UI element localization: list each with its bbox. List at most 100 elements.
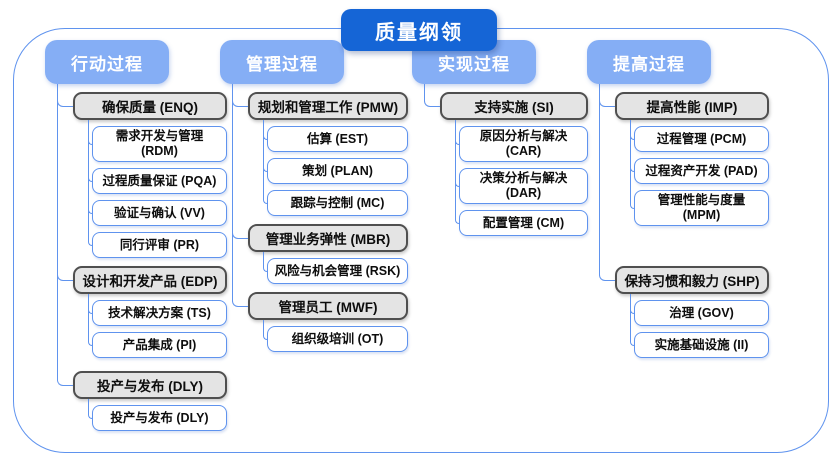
leaf-node: 组织级培训 (OT) — [267, 326, 408, 352]
parent-node-shp: 保持习惯和毅力 (SHP) — [615, 266, 769, 294]
column-header-label: 行动过程 — [71, 54, 143, 74]
leaf-est: 估算 (EST) — [263, 120, 408, 152]
parent-node-label: 确保质量 (ENQ) — [102, 100, 198, 115]
group-mwf: 管理员工 (MWF) 组织级培训 (OT) — [232, 284, 408, 352]
leaf-mpm: 管理性能与度量 (MPM) — [630, 184, 769, 226]
parent-node-label: 管理员工 (MWF) — [278, 300, 378, 315]
leaf-node: 决策分析与解决 (DAR) — [459, 168, 588, 204]
leaf-node: 实施基础设施 (II) — [634, 332, 769, 358]
parent-node-label: 设计和开发产品 (EDP) — [82, 274, 218, 289]
leaf-node-label: 决策分析与解决 (DAR) — [479, 171, 568, 200]
column-body: 提高性能 (IMP) 过程管理 (PCM) 过程资产开发 (PAD) 管理性能与… — [599, 84, 769, 358]
leaf-cm: 配置管理 (CM) — [455, 204, 588, 236]
group-children: 组织级培训 (OT) — [263, 320, 408, 352]
parent-node-label: 管理业务弹性 (MBR) — [265, 232, 391, 247]
group-dly: 投产与发布 (DLY) 投产与发布 (DLY) — [57, 363, 227, 431]
group-enq: 确保质量 (ENQ) 需求开发与管理 (RDM) 过程质量保证 (PQA) 验证… — [57, 84, 227, 266]
parent-node-label: 保持习惯和毅力 (SHP) — [624, 274, 760, 289]
leaf-node-label: 原因分析与解决 (CAR) — [479, 129, 568, 158]
leaf-pad: 过程资产开发 (PAD) — [630, 152, 769, 184]
column-body: 规划和管理工作 (PMW) 估算 (EST) 策划 (PLAN) 跟踪与控制 (… — [232, 84, 408, 352]
leaf-node: 投产与发布 (DLY) — [92, 405, 227, 431]
group-shp: 保持习惯和毅力 (SHP) 治理 (GOV) 实施基础设施 (II) — [599, 258, 769, 358]
group-children: 技术解决方案 (TS) 产品集成 (PI) — [88, 294, 227, 358]
leaf-car: 原因分析与解决 (CAR) — [455, 120, 588, 162]
leaf-pcm: 过程管理 (PCM) — [630, 120, 769, 152]
parent-node-mwf: 管理员工 (MWF) — [248, 292, 408, 320]
leaf-node: 需求开发与管理 (RDM) — [92, 126, 227, 162]
column-management-process: 管理过程 规划和管理工作 (PMW) 估算 (EST) 策划 (PLAN) 跟踪… — [220, 40, 408, 352]
leaf-pi: 产品集成 (PI) — [88, 326, 227, 358]
leaf-ot: 组织级培训 (OT) — [263, 320, 408, 352]
leaf-vv: 验证与确认 (VV) — [88, 194, 227, 226]
leaf-ii: 实施基础设施 (II) — [630, 326, 769, 358]
leaf-node: 治理 (GOV) — [634, 300, 769, 326]
column-body: 确保质量 (ENQ) 需求开发与管理 (RDM) 过程质量保证 (PQA) 验证… — [57, 84, 227, 431]
column-header-label: 提高过程 — [613, 54, 685, 74]
leaf-node: 过程资产开发 (PAD) — [634, 158, 769, 184]
leaf-ts: 技术解决方案 (TS) — [88, 294, 227, 326]
parent-node-label: 提高性能 (IMP) — [646, 100, 738, 115]
group-children: 治理 (GOV) 实施基础设施 (II) — [630, 294, 769, 358]
leaf-dly: 投产与发布 (DLY) — [88, 399, 227, 431]
leaf-node: 原因分析与解决 (CAR) — [459, 126, 588, 162]
leaf-gov: 治理 (GOV) — [630, 294, 769, 326]
leaf-node: 过程质量保证 (PQA) — [92, 168, 227, 194]
root-node-label: 质量纲领 — [375, 21, 463, 44]
leaf-node: 跟踪与控制 (MC) — [267, 190, 408, 216]
leaf-node-label: 实施基础设施 (II) — [654, 337, 749, 352]
leaf-mc: 跟踪与控制 (MC) — [263, 184, 408, 216]
parent-node-label: 支持实施 (SI) — [474, 100, 554, 115]
leaf-node-label: 策划 (PLAN) — [302, 163, 373, 178]
leaf-node-label: 治理 (GOV) — [669, 305, 734, 320]
leaf-node: 管理性能与度量 (MPM) — [634, 190, 769, 226]
group-si: 支持实施 (SI) 原因分析与解决 (CAR) 决策分析与解决 (DAR) 配置… — [424, 84, 588, 236]
leaf-node-label: 管理性能与度量 (MPM) — [657, 193, 746, 222]
group-imp: 提高性能 (IMP) 过程管理 (PCM) 过程资产开发 (PAD) 管理性能与… — [599, 84, 769, 266]
group-children: 需求开发与管理 (RDM) 过程质量保证 (PQA) 验证与确认 (VV) 同行… — [88, 120, 227, 258]
leaf-node-label: 组织级培训 (OT) — [291, 331, 384, 346]
parent-node-si: 支持实施 (SI) — [440, 92, 588, 120]
column-header-label: 实现过程 — [438, 54, 510, 74]
leaf-dar: 决策分析与解决 (DAR) — [455, 162, 588, 204]
leaf-node-label: 估算 (EST) — [306, 131, 369, 146]
leaf-pqa: 过程质量保证 (PQA) — [88, 162, 227, 194]
parent-node-label: 规划和管理工作 (PMW) — [257, 100, 399, 115]
column-action-process: 行动过程 确保质量 (ENQ) 需求开发与管理 (RDM) 过程质量保证 (PQ… — [45, 40, 227, 431]
root-node-quality-program: 质量纲领 — [341, 9, 497, 51]
group-children: 原因分析与解决 (CAR) 决策分析与解决 (DAR) 配置管理 (CM) — [455, 120, 588, 236]
group-edp: 设计和开发产品 (EDP) 技术解决方案 (TS) 产品集成 (PI) — [57, 258, 227, 371]
group-pmw: 规划和管理工作 (PMW) 估算 (EST) 策划 (PLAN) 跟踪与控制 (… — [232, 84, 408, 224]
column-improvement-process: 提高过程 提高性能 (IMP) 过程管理 (PCM) 过程资产开发 (PAD) … — [587, 40, 769, 358]
leaf-node-label: 验证与确认 (VV) — [114, 205, 205, 220]
leaf-node-label: 过程资产开发 (PAD) — [645, 163, 758, 178]
leaf-node: 过程管理 (PCM) — [634, 126, 769, 152]
leaf-node: 估算 (EST) — [267, 126, 408, 152]
column-header-action-process: 行动过程 — [45, 40, 169, 84]
column-header-label: 管理过程 — [246, 54, 318, 74]
column-header-improvement-process: 提高过程 — [587, 40, 711, 84]
leaf-node: 风险与机会管理 (RSK) — [267, 258, 408, 284]
leaf-rsk: 风险与机会管理 (RSK) — [263, 252, 408, 284]
parent-node-pmw: 规划和管理工作 (PMW) — [248, 92, 408, 120]
leaf-node-label: 配置管理 (CM) — [482, 215, 565, 230]
leaf-node-label: 同行评审 (PR) — [119, 237, 200, 252]
leaf-node-label: 需求开发与管理 (RDM) — [115, 129, 204, 158]
leaf-node-label: 过程管理 (PCM) — [656, 131, 747, 146]
leaf-node: 同行评审 (PR) — [92, 232, 227, 258]
group-mbr: 管理业务弹性 (MBR) 风险与机会管理 (RSK) — [232, 216, 408, 292]
column-implementation-process: 实现过程 支持实施 (SI) 原因分析与解决 (CAR) 决策分析与解决 (DA… — [412, 40, 588, 236]
parent-node-dly: 投产与发布 (DLY) — [73, 371, 227, 399]
leaf-pr: 同行评审 (PR) — [88, 226, 227, 258]
leaf-node: 验证与确认 (VV) — [92, 200, 227, 226]
group-children: 投产与发布 (DLY) — [88, 399, 227, 431]
leaf-node-label: 产品集成 (PI) — [122, 337, 197, 352]
leaf-plan: 策划 (PLAN) — [263, 152, 408, 184]
leaf-node-label: 技术解决方案 (TS) — [108, 305, 211, 320]
leaf-node-label: 风险与机会管理 (RSK) — [274, 263, 401, 278]
group-children: 估算 (EST) 策划 (PLAN) 跟踪与控制 (MC) — [263, 120, 408, 216]
leaf-node: 策划 (PLAN) — [267, 158, 408, 184]
parent-node-label: 投产与发布 (DLY) — [96, 379, 203, 394]
leaf-node: 技术解决方案 (TS) — [92, 300, 227, 326]
